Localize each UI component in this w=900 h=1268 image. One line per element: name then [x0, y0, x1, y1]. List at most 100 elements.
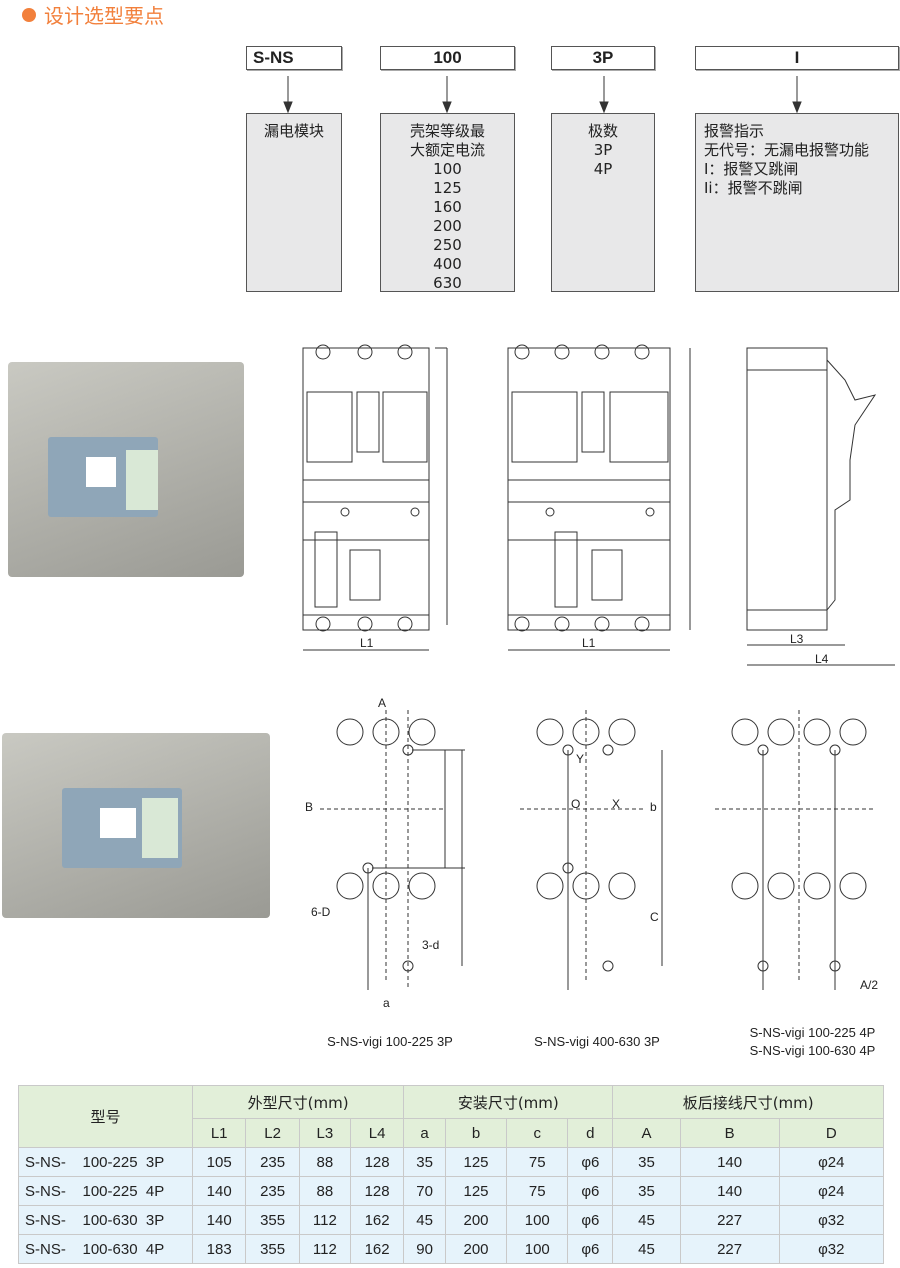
table-cell: 70 [403, 1176, 446, 1206]
th-outline: 外型尺寸(mm) [191, 1085, 405, 1119]
table-cell: 162 [349, 1205, 405, 1235]
table-cell: 200 [444, 1234, 508, 1264]
table-cell: 200 [444, 1205, 508, 1235]
table-cell: φ6 [567, 1234, 614, 1264]
th-col: c [506, 1118, 569, 1148]
table-cell: 128 [349, 1176, 405, 1206]
dim-C: C [650, 910, 659, 924]
th-col: B [679, 1118, 780, 1148]
dim-l1-a: L1 [360, 636, 374, 650]
cell-model: S-NS- 100-225 3P [18, 1147, 193, 1177]
table-cell: 227 [679, 1205, 780, 1235]
th-col: L4 [349, 1118, 405, 1148]
table-cell: 235 [245, 1147, 300, 1177]
table-cell: φ6 [567, 1147, 614, 1177]
dim-b: b [650, 800, 657, 814]
table-cell: 45 [612, 1205, 681, 1235]
table-cell: 35 [612, 1176, 681, 1206]
th-col: d [567, 1118, 614, 1148]
table-cell: φ6 [567, 1176, 614, 1206]
table-cell: 227 [679, 1234, 780, 1264]
table-cell: φ24 [778, 1176, 885, 1206]
code-box-alarm: I [695, 46, 899, 70]
dim-Y: Y [576, 752, 585, 766]
dim-B: B [305, 800, 314, 814]
table-cell: 162 [349, 1234, 405, 1264]
table-cell: φ6 [567, 1205, 614, 1235]
table-cell: 128 [349, 1147, 405, 1177]
dim-l4: L4 [815, 652, 829, 666]
table-cell: 140 [191, 1205, 247, 1235]
dim-O: O [571, 797, 581, 811]
table-cell: 112 [298, 1205, 351, 1235]
front-view-2 [507, 344, 691, 651]
front-view-1 [302, 344, 448, 651]
mount-3p-a [320, 710, 465, 990]
th-col: A [612, 1118, 681, 1148]
th-col: D [778, 1118, 885, 1148]
table-cell: 183 [191, 1234, 247, 1264]
product-photo-3p [8, 362, 244, 577]
th-model: 型号 [18, 1085, 193, 1148]
mount-3p-b [520, 710, 663, 990]
table-cell: 75 [506, 1147, 569, 1177]
dim-X: X [612, 797, 621, 811]
th-col: L3 [298, 1118, 351, 1148]
th-col: b [444, 1118, 508, 1148]
outline-drawings [302, 344, 895, 666]
dim-d: 3-d [422, 938, 440, 952]
dim-A-half: A/2 [860, 978, 879, 992]
caption-1: S-NS-vigi 100-225 3P [327, 1034, 453, 1049]
table-cell: 88 [298, 1176, 351, 1206]
table-cell: 45 [612, 1234, 681, 1264]
table-cell: 140 [679, 1176, 780, 1206]
table-cell: 88 [298, 1147, 351, 1177]
table-cell: 105 [191, 1147, 247, 1177]
table-cell: 75 [506, 1176, 569, 1206]
table-cell: φ24 [778, 1147, 885, 1177]
table-cell: 35 [403, 1147, 446, 1177]
table-cell: 100 [506, 1234, 569, 1264]
table-cell: 235 [245, 1176, 300, 1206]
dim-l1-b: L1 [582, 636, 596, 650]
cell-model: S-NS- 100-225 4P [18, 1176, 193, 1206]
table-cell: 35 [612, 1147, 681, 1177]
table-cell: 140 [679, 1147, 780, 1177]
code-box-series: S-NS [246, 46, 342, 70]
side-view [746, 347, 895, 666]
table-cell: 125 [444, 1147, 508, 1177]
th-wiring: 板后接线尺寸(mm) [612, 1085, 884, 1119]
th-col: L1 [191, 1118, 247, 1148]
cell-model: S-NS- 100-630 3P [18, 1205, 193, 1235]
th-install: 安装尺寸(mm) [403, 1085, 614, 1119]
mounting-drawings [320, 710, 875, 990]
table-cell: 112 [298, 1234, 351, 1264]
dim-D: 6-D [311, 905, 331, 919]
table-cell: φ32 [778, 1234, 885, 1264]
code-box-poles: 3P [551, 46, 655, 70]
th-col: a [403, 1118, 446, 1148]
caption-2: S-NS-vigi 400-630 3P [534, 1034, 660, 1049]
code-box-current: 100 [380, 46, 515, 70]
dim-l3: L3 [790, 632, 804, 646]
arrows [283, 76, 802, 114]
dim-a: a [383, 996, 390, 1010]
table-cell: 355 [245, 1234, 300, 1264]
table-cell: 140 [191, 1176, 247, 1206]
th-col: L2 [245, 1118, 300, 1148]
product-photo-4p [2, 733, 270, 918]
table-cell: 100 [506, 1205, 569, 1235]
table-cell: 45 [403, 1205, 446, 1235]
table-cell: 125 [444, 1176, 508, 1206]
dim-A: A [378, 696, 387, 710]
cell-model: S-NS- 100-630 4P [18, 1234, 193, 1264]
